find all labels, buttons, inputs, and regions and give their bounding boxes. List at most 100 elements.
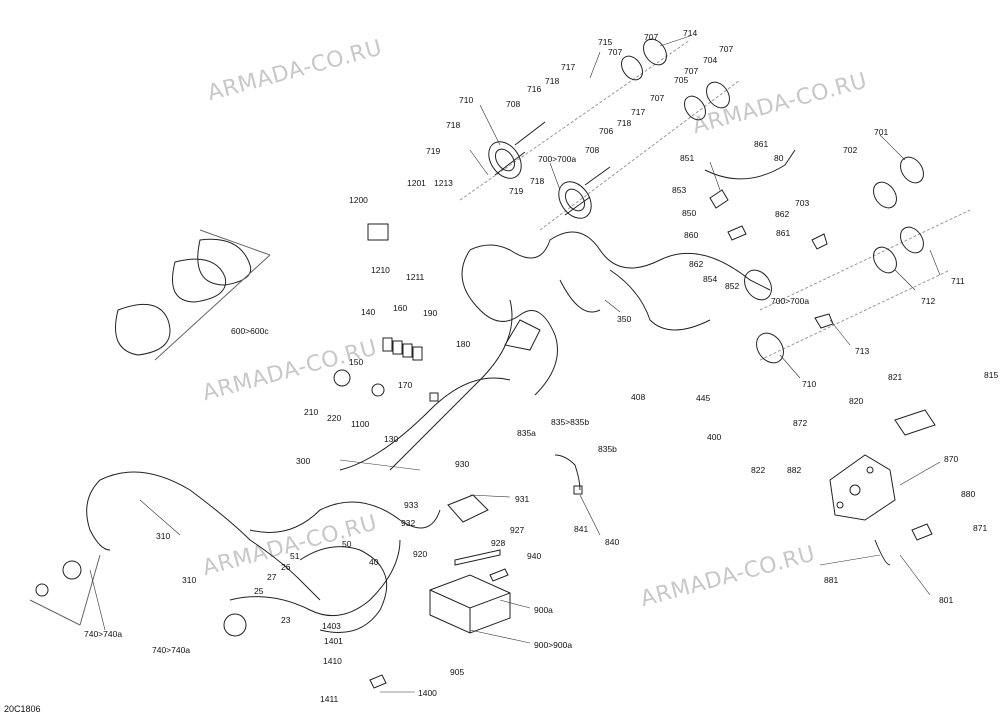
callout-706: 706 (599, 126, 614, 136)
callout-712: 712 (921, 296, 936, 306)
callout-707: 707 (644, 32, 659, 42)
callout-707: 707 (719, 44, 734, 54)
pin-881 (874, 539, 891, 566)
callout-717: 717 (561, 62, 576, 72)
callout-933: 933 (404, 500, 419, 510)
callout-708: 708 (585, 145, 600, 155)
callout-853: 853 (672, 185, 687, 195)
harness-300 (339, 377, 511, 471)
callout-710: 710 (459, 95, 474, 105)
callout-718: 718 (530, 176, 545, 186)
callout-820: 820 (849, 396, 864, 406)
guide-line (759, 209, 971, 311)
callout-801: 801 (939, 595, 954, 605)
callout-927: 927 (510, 525, 525, 535)
headlight-left (488, 121, 546, 179)
callout-880: 880 (961, 489, 976, 499)
callout-815: 815 (984, 370, 999, 380)
diagram-code: 20C1806 (4, 704, 41, 714)
callout-27: 27 (267, 572, 277, 582)
callout-931: 931 (515, 494, 530, 504)
connector-130 (429, 392, 439, 402)
callout-714: 714 (683, 28, 698, 38)
callout-704: 704 (703, 55, 718, 65)
callout-190: 190 (423, 308, 438, 318)
callout-40: 40 (369, 557, 379, 567)
callout-445: 445 (696, 393, 711, 403)
callout-50: 50 (342, 539, 352, 549)
callout-718: 718 (446, 120, 461, 130)
callout-160: 160 (393, 303, 408, 313)
callout-350: 350 (617, 314, 632, 324)
callout-835b: 835b (598, 444, 617, 454)
callout-707: 707 (608, 47, 623, 57)
callout-861: 861 (754, 139, 769, 149)
callout-900-900a: 900>900a (534, 640, 573, 650)
callout-25: 25 (254, 586, 264, 596)
callout-718: 718 (545, 76, 560, 86)
switch-880 (911, 523, 933, 541)
callout-719: 719 (509, 186, 524, 196)
callout-170: 170 (398, 380, 413, 390)
bracket-920 (454, 549, 501, 566)
socket-1100 (371, 383, 385, 397)
callout-1401: 1401 (324, 636, 343, 646)
callout-701: 701 (874, 127, 889, 137)
socket-210 (333, 369, 351, 387)
callout-210: 210 (304, 407, 319, 417)
callout-717: 717 (631, 107, 646, 117)
gauge-cluster (115, 229, 271, 361)
callout-705: 705 (674, 75, 689, 85)
callout-861: 861 (776, 228, 791, 238)
callout-700-700a: 700>700a (771, 296, 810, 306)
battery-900 (429, 574, 511, 634)
callout-835-835b: 835>835b (551, 417, 590, 427)
callout-881: 881 (824, 575, 839, 585)
callout-713: 713 (855, 346, 870, 356)
callout-80: 80 (774, 153, 784, 163)
callout-821: 821 (888, 372, 903, 382)
callout-1411: 1411 (320, 694, 339, 704)
sensor-840 (554, 454, 581, 491)
callout-854: 854 (703, 274, 718, 284)
callout-932: 932 (401, 518, 416, 528)
callout-600-600c: 600>600c (231, 326, 269, 336)
callout-140: 140 (361, 307, 376, 317)
callout-707: 707 (684, 66, 699, 76)
callout-1201: 1201 (407, 178, 426, 188)
callout-300: 300 (296, 456, 311, 466)
module-820 (894, 409, 936, 436)
callout-1100: 1100 (351, 419, 370, 429)
callout-26: 26 (281, 562, 291, 572)
callout-1210: 1210 (371, 265, 390, 275)
callout-718: 718 (617, 118, 632, 128)
bezel-rings (621, 38, 924, 274)
callout-841: 841 (574, 524, 589, 534)
callout-835a: 835a (517, 428, 536, 438)
callout-719: 719 (426, 146, 441, 156)
callout-51: 51 (290, 551, 300, 561)
relay-bracket-1200 (367, 223, 389, 241)
callout-862: 862 (775, 209, 790, 219)
callout-1200: 1200 (349, 195, 368, 205)
callout-23: 23 (281, 615, 291, 625)
callout-852: 852 (725, 281, 740, 291)
guide-line (759, 269, 951, 361)
callout-1213: 1213 (434, 178, 453, 188)
plate-870 (829, 454, 896, 521)
callout-130: 130 (384, 434, 399, 444)
callout-900a: 900a (534, 605, 553, 615)
callout-1403: 1403 (322, 621, 341, 631)
taillight-740 (62, 560, 82, 580)
callout-702: 702 (843, 145, 858, 155)
callout-1400: 1400 (418, 688, 437, 698)
callout-882: 882 (787, 465, 802, 475)
callout-872: 872 (793, 418, 808, 428)
callout-310: 310 (182, 575, 197, 585)
callout-740-740a: 740>740a (84, 629, 123, 639)
callout-740-740a: 740>740a (152, 645, 191, 655)
callout-711: 711 (951, 276, 965, 286)
taillight-740a (223, 613, 247, 637)
